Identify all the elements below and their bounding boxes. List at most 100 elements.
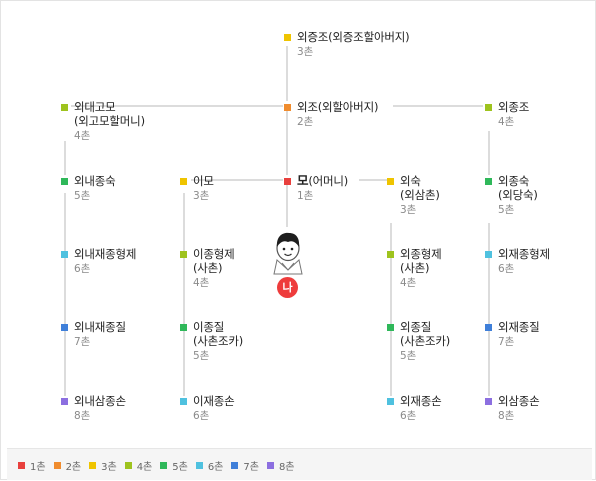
node-name: 외종숙: [498, 174, 530, 188]
degree-color-square: [387, 251, 394, 258]
degree-color-square: [485, 104, 492, 111]
node-name-sub: (사촌): [400, 261, 430, 275]
degree-color-square: [61, 324, 68, 331]
legend-item: 3촌: [89, 458, 117, 473]
node-degree: 6촌: [498, 263, 515, 275]
legend-bar: 1촌 2촌 3촌 4촌 5촌 6촌: [7, 448, 592, 480]
node-degree: 7촌: [74, 336, 91, 348]
node-name: 외삼종손: [498, 394, 540, 408]
node-wjhj: 외종형제 (사촌) 4촌: [387, 247, 442, 290]
legend-label: 5촌: [172, 462, 188, 473]
node-name-sub: (사촌조카): [193, 334, 244, 348]
node-name: 외종형제: [400, 247, 442, 261]
node-wjj: 외종조 4촌: [485, 100, 529, 129]
legend-item: 1촌: [18, 458, 46, 473]
node-name: 이종질: [193, 320, 225, 334]
node-degree: 7촌: [498, 336, 515, 348]
node-wjjjl: 외재종질 7촌: [485, 320, 540, 349]
node-degree: 4촌: [74, 130, 91, 142]
degree-color-square: [180, 178, 187, 185]
node-name: 외대고모: [74, 100, 116, 114]
node-name: 외내삼종손: [74, 394, 126, 408]
legend-swatch: [18, 462, 25, 469]
degree-color-square: [180, 324, 187, 331]
degree-color-square: [180, 398, 187, 405]
node-degree: 8촌: [74, 410, 91, 422]
node-name-sub: (사촌): [193, 261, 223, 275]
legend-item: 7촌: [231, 458, 259, 473]
node-ijj: 이종질 (사촌조카) 5촌: [180, 320, 243, 363]
legend-swatch: [266, 462, 274, 469]
legend-swatch: [160, 462, 168, 469]
legend-label: 6촌: [207, 462, 224, 473]
legend-label: 3촌: [101, 462, 117, 473]
node-wjjs: 외재종손 6촌: [387, 394, 442, 423]
node-degree: 4촌: [193, 277, 210, 289]
legend-swatch: [195, 462, 203, 469]
node-degree: 6촌: [193, 410, 210, 422]
node-wnjjhj: 외내재종형제 6촌: [61, 247, 136, 276]
node-degree: 5촌: [400, 350, 417, 362]
degree-color-square: [485, 251, 492, 258]
me-node: 나: [272, 230, 306, 298]
node-name-sub: (사촌조카): [400, 334, 451, 348]
legend-swatch: [89, 462, 97, 469]
degree-color-square: [284, 34, 291, 41]
node-name: 이재종손: [193, 394, 235, 408]
node-imo: 이모 3촌: [180, 174, 214, 203]
node-wjjhj: 외재종형제 6촌: [485, 247, 550, 276]
node-name: 외재종형제: [498, 247, 550, 261]
degree-color-square: [485, 324, 492, 331]
legend-item: 5촌: [160, 458, 188, 473]
node-mo: 모(어머니) 1촌: [284, 174, 348, 203]
legend-label: 8촌: [278, 462, 295, 473]
legend-label: 2촌: [65, 462, 82, 473]
node-ijhj: 이종형제 (사촌) 4촌: [180, 247, 235, 290]
legend: 1촌 2촌 3촌 4촌 5촌 6촌: [18, 458, 303, 473]
node-wjo: 외조(외할아버지) 2촌: [284, 100, 378, 129]
node-degree: 5촌: [193, 350, 210, 362]
legend-label: 4촌: [136, 462, 153, 473]
legend-item: 6촌: [195, 458, 224, 473]
legend-item: 8촌: [266, 458, 295, 473]
node-name: 외내종숙: [74, 174, 116, 188]
node-wjj2: 외종질 (사촌조카) 5촌: [387, 320, 450, 363]
degree-color-square: [284, 178, 291, 185]
degree-color-square: [61, 251, 68, 258]
node-degree: 8촌: [498, 410, 515, 422]
degree-color-square: [61, 398, 68, 405]
node-degree: 4촌: [400, 277, 417, 289]
node-degree: 6촌: [400, 410, 417, 422]
node-name: 외숙: [400, 174, 421, 188]
node-name: 이모: [193, 174, 214, 188]
degree-color-square: [485, 398, 492, 405]
node-wnjjj: 외내재종질 7촌: [61, 320, 126, 349]
legend-item: 2촌: [53, 458, 82, 473]
degree-color-square: [485, 178, 492, 185]
degree-color-square: [61, 104, 68, 111]
node-wsjs: 외삼종손 8촌: [485, 394, 540, 423]
node-degree: 6촌: [74, 263, 91, 275]
node-name: 모(어머니): [297, 173, 349, 189]
node-wsuk: 외숙 (외삼촌) 3촌: [387, 174, 440, 217]
legend-swatch: [124, 462, 132, 469]
legend-swatch: [53, 462, 61, 469]
node-degree: 2촌: [297, 116, 314, 128]
node-name: 이종형제: [193, 247, 235, 261]
node-name: 외종조: [498, 100, 530, 114]
node-degree: 3촌: [400, 204, 417, 216]
degree-color-square: [387, 324, 394, 331]
node-name: 외내재종형제: [74, 247, 137, 261]
node-name-sub: (외삼촌): [400, 188, 440, 202]
node-wnsjs: 외내삼종손 8촌: [61, 394, 126, 423]
degree-color-square: [387, 178, 394, 185]
boy-face-icon: [273, 232, 303, 275]
node-name-sub: (외당숙): [498, 188, 538, 202]
node-name: 외증조(외증조할아버지): [297, 30, 410, 44]
me-badge: 나: [277, 277, 298, 298]
node-degree: 3촌: [297, 46, 314, 58]
node-degree: 3촌: [193, 190, 210, 202]
node-degree: 5촌: [498, 204, 515, 216]
node-name: 외조(외할아버지): [297, 100, 379, 114]
